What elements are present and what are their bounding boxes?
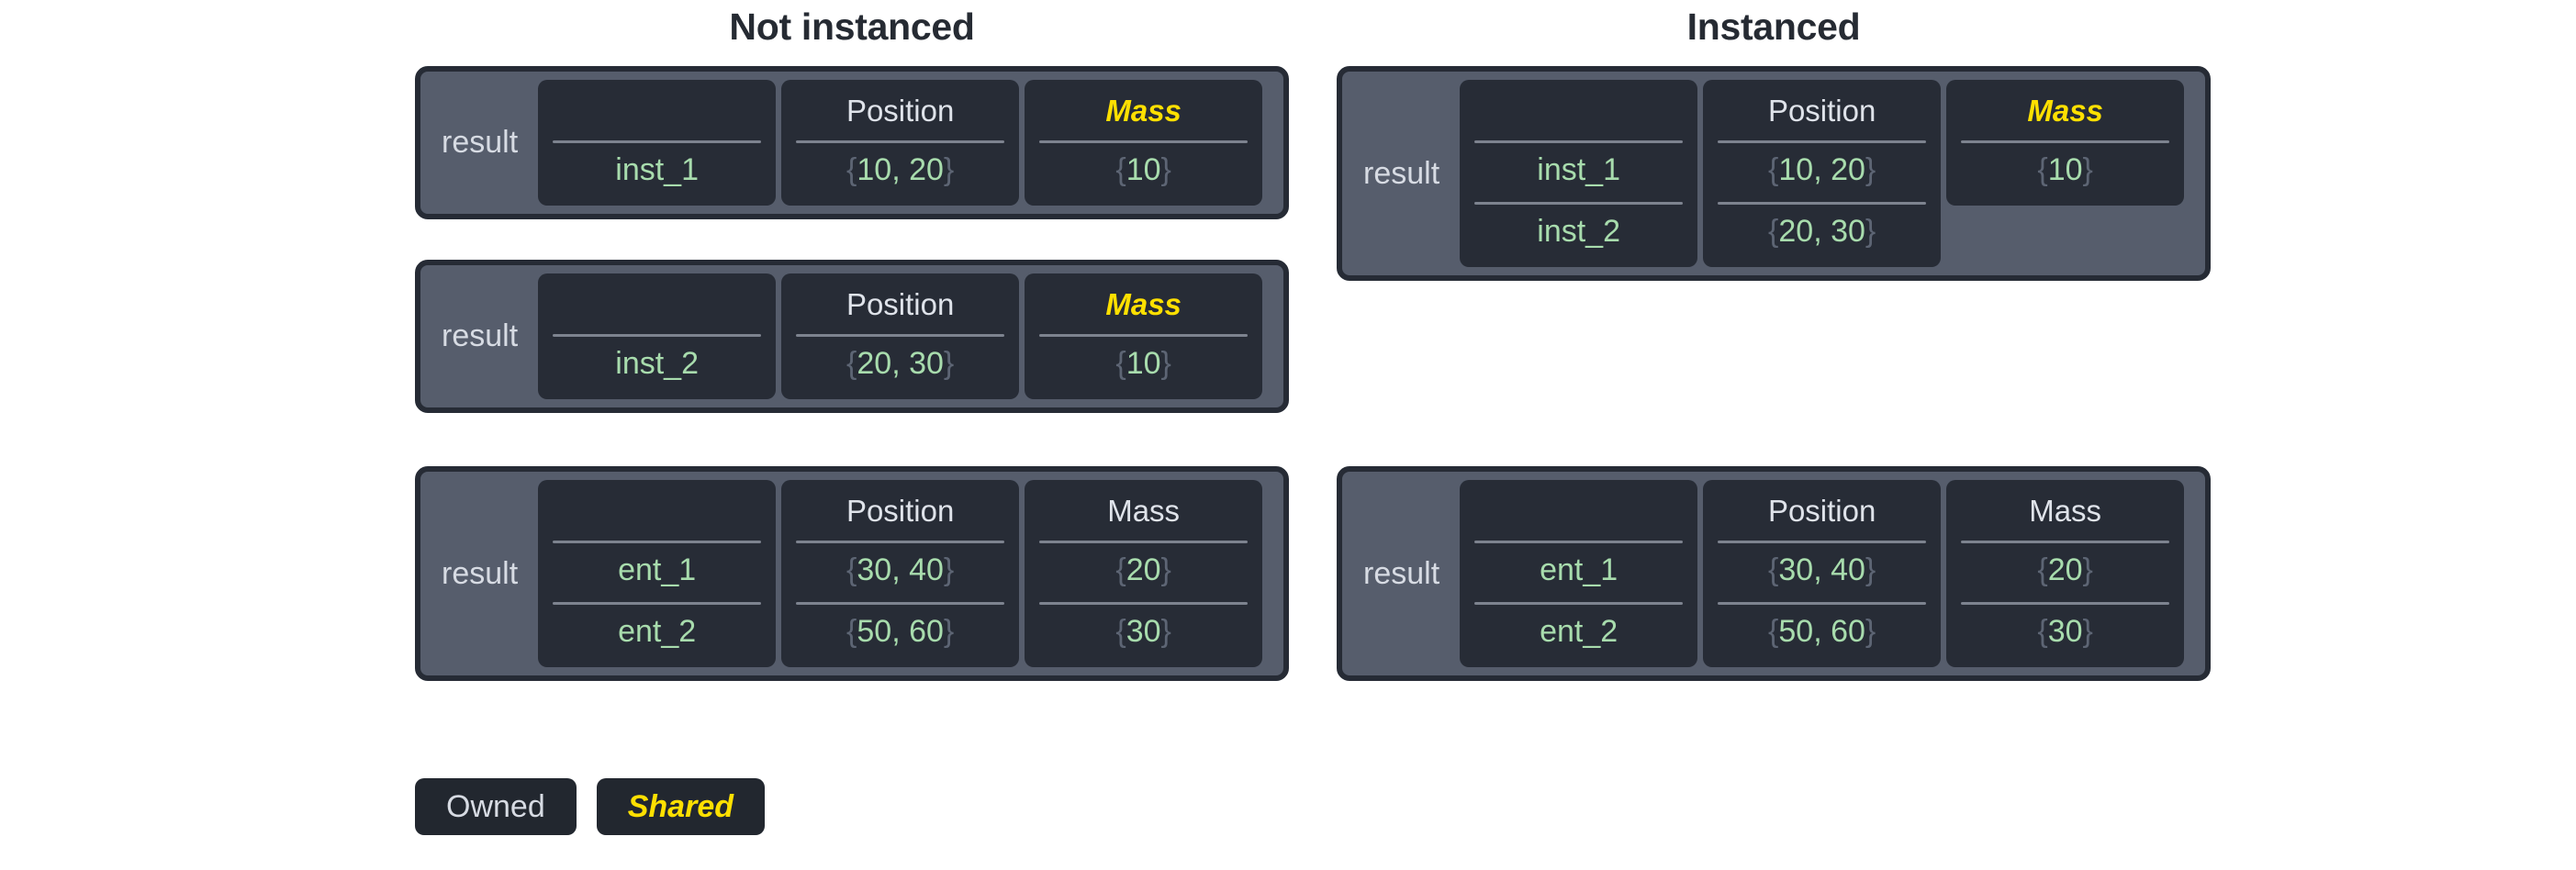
row-divider [796, 602, 1005, 605]
row-divider [1718, 602, 1927, 605]
table-columns: inst_1 inst_2 Position {10, 20} {20, 30} Mass… [1460, 80, 2197, 267]
row-divider [1961, 140, 2170, 143]
table-cell: ent_1 [1540, 552, 1618, 587]
result-label: result [442, 125, 519, 160]
table-cell: {30, 40} [846, 552, 955, 587]
table-cell: {50, 60} [1768, 614, 1876, 649]
column-header: Mass [2029, 494, 2102, 528]
column-title-instanced: Instanced [1686, 6, 1861, 48]
table-column: Mass {20} {30} [1946, 480, 2185, 667]
table-column: Position {10, 20} {20, 30} [1703, 80, 1942, 267]
table-cell: {20, 30} [1768, 214, 1876, 249]
row-divider [1039, 541, 1249, 543]
row-divider [796, 140, 1005, 143]
column-header: Mass [1107, 494, 1181, 528]
table-column: inst_2 [538, 273, 777, 399]
row-divider [553, 541, 762, 543]
result-label: result [442, 555, 519, 591]
row-divider [796, 334, 1005, 337]
row-divider [1961, 602, 2170, 605]
table-cell: {30} [1115, 614, 1171, 649]
column-header: Mass [2027, 94, 2103, 128]
row-divider [1474, 602, 1684, 605]
table-cell: {20} [1115, 552, 1171, 587]
column-header: Mass [1105, 94, 1182, 128]
legend-badge-shared: Shared [596, 778, 765, 835]
column-header: Position [846, 494, 955, 528]
row-divider [1474, 541, 1684, 543]
query-result-box: result ent_1 ent_2 Position {30, 40} {50, 60… [415, 466, 1289, 681]
row-divider [1039, 334, 1249, 337]
column-header [1460, 487, 1697, 535]
result-label: result [442, 318, 519, 353]
column-header: Position [1767, 494, 1876, 528]
table-column: inst_1 inst_2 [1460, 80, 1698, 267]
query-result-box: result ent_1 ent_2 Position {30, 40} {50, 60… [1337, 466, 2211, 681]
row-divider [1039, 140, 1249, 143]
row-divider [553, 334, 762, 337]
table-column: Mass {10} [1025, 80, 1263, 206]
table-column: Mass {10} [1025, 273, 1263, 399]
table-cell: {30} [2037, 614, 2093, 649]
row-divider [796, 541, 1005, 543]
column-header: Mass [1105, 287, 1182, 321]
query-result-box: result inst_1 inst_2 Position {10, 20} {20, … [1337, 66, 2211, 281]
table-cell: inst_2 [1537, 214, 1620, 249]
table-cell: {20} [2037, 552, 2093, 587]
table-column: Mass {10} [1946, 80, 2185, 206]
table-cell: {30, 40} [1768, 552, 1876, 587]
query-result-box: result inst_2 Position {20, 30} Mass {10} [415, 260, 1289, 413]
result-label: result [1363, 555, 1440, 591]
result-label: result [1363, 155, 1440, 191]
table-cell: {10} [2037, 152, 2093, 187]
column-header [538, 281, 776, 329]
row-divider [1718, 202, 1927, 205]
row-divider [553, 140, 762, 143]
row-divider [1474, 202, 1684, 205]
table-column: Position {30, 40} {50, 60} [781, 480, 1020, 667]
table-columns: inst_2 Position {20, 30} Mass {10} [538, 273, 1275, 399]
row-divider [1718, 541, 1927, 543]
table-columns: ent_1 ent_2 Position {30, 40} {50, 60} Mass {2… [1460, 480, 2197, 667]
legend: Owned Shared [415, 778, 765, 835]
table-column: Mass {20} {30} [1025, 480, 1263, 667]
table-column: Position {30, 40} {50, 60} [1703, 480, 1942, 667]
table-column: ent_1 ent_2 [1460, 480, 1698, 667]
table-cell: ent_2 [1540, 614, 1618, 649]
table-column: Position {10, 20} [781, 80, 1020, 206]
table-cell: {20, 30} [846, 346, 955, 381]
table-cell: inst_1 [1537, 152, 1620, 187]
table-cell: {10, 20} [1768, 152, 1876, 187]
table-cell: {10} [1115, 152, 1171, 187]
legend-badge-owned: Owned [415, 778, 577, 835]
column-header [1460, 87, 1697, 135]
column-title-not-instanced: Not instanced [729, 6, 975, 48]
table-cell: inst_1 [615, 152, 699, 187]
column-header: Position [846, 287, 955, 321]
column-header: Position [1767, 94, 1876, 128]
table-cell: {50, 60} [846, 614, 955, 649]
row-divider [1961, 541, 2170, 543]
column-header [538, 487, 776, 535]
row-divider [1718, 140, 1927, 143]
table-cell: inst_2 [615, 346, 699, 381]
row-divider [1039, 602, 1249, 605]
table-column: ent_1 ent_2 [538, 480, 777, 667]
table-cell: ent_1 [618, 552, 697, 587]
query-result-box: result inst_1 Position {10, 20} Mass {10} [415, 66, 1289, 219]
table-cell: {10, 20} [846, 152, 955, 187]
table-columns: ent_1 ent_2 Position {30, 40} {50, 60} Mass {2… [538, 480, 1275, 667]
table-cell: ent_2 [618, 614, 697, 649]
table-cell: {10} [1115, 346, 1171, 381]
row-divider [553, 602, 762, 605]
table-column: inst_1 [538, 80, 777, 206]
column-header: Position [846, 94, 955, 128]
table-column: Position {20, 30} [781, 273, 1020, 399]
column-header [538, 87, 776, 135]
table-columns: inst_1 Position {10, 20} Mass {10} [538, 80, 1275, 206]
row-divider [1474, 140, 1684, 143]
